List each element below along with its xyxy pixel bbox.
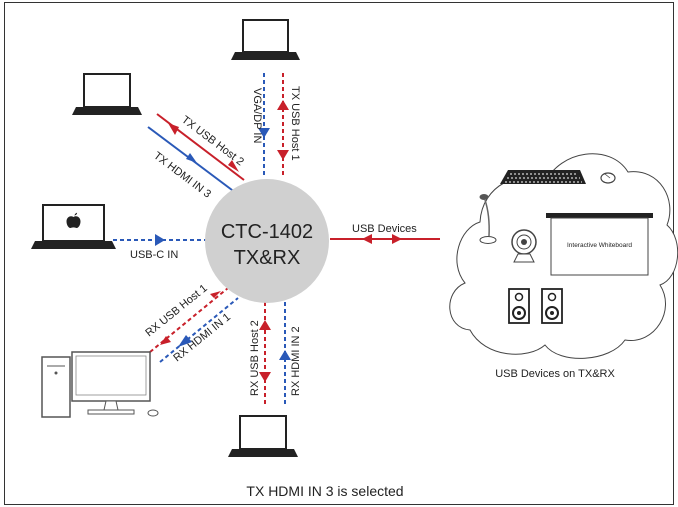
line-rx-usb-host-2 xyxy=(259,302,271,405)
line-rx-hdmi-in-1 xyxy=(159,297,239,363)
line-tx-hdmi-in-3 xyxy=(147,126,237,194)
label-rx-usb-host-2: RX USB Host 2 xyxy=(249,320,261,396)
selection-status: TX HDMI IN 3 is selected xyxy=(246,483,403,499)
laptop-icon xyxy=(228,415,298,457)
apple-logo-icon xyxy=(66,212,81,228)
laptop-icon xyxy=(231,19,300,60)
hub-title: CTC-1402 xyxy=(221,221,313,243)
hub-circle xyxy=(205,179,329,303)
laptop-icon xyxy=(72,73,142,115)
label-tx-hdmi-in-3: TX HDMI IN 3 xyxy=(151,150,213,201)
line-tx-usb-host-2 xyxy=(156,113,245,181)
line-vga-dp-in xyxy=(258,73,270,178)
desktop-pc-icon xyxy=(41,351,159,418)
keyboard-icon xyxy=(500,170,586,184)
webcam-icon xyxy=(511,229,537,263)
line-usb-c-in xyxy=(113,234,208,246)
speaker-icon xyxy=(541,288,563,324)
label-usb-devices: USB Devices xyxy=(352,223,417,235)
label-vga-dp-in: VGA/DP IN xyxy=(251,88,263,143)
line-rx-usb-host-1 xyxy=(149,287,229,353)
label-rx-hdmi-in-2: RX HDMI IN 2 xyxy=(290,326,302,396)
cloud-caption: USB Devices on TX&RX xyxy=(495,368,615,380)
label-rx-hdmi-in-1: RX HDMI IN 1 xyxy=(171,311,233,364)
speaker-icon xyxy=(508,288,530,324)
line-usb-devices xyxy=(330,234,440,244)
macbook-icon xyxy=(31,204,116,249)
line-tx-usb-host-1 xyxy=(277,73,289,178)
label-usb-c-in: USB-C IN xyxy=(130,249,178,261)
whiteboard-label: Interactive Whiteboard xyxy=(567,242,632,249)
microphone-icon xyxy=(479,194,497,244)
line-rx-hdmi-in-2 xyxy=(279,302,291,405)
mouse-icon xyxy=(600,172,616,184)
hub-subtitle: TX&RX xyxy=(234,247,301,269)
label-tx-usb-host-1: TX USB Host 1 xyxy=(289,86,301,161)
whiteboard-icon: Interactive Whiteboard xyxy=(546,213,653,276)
